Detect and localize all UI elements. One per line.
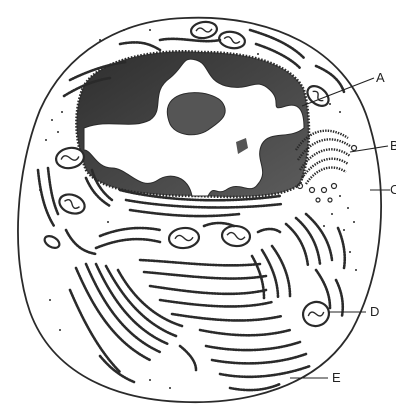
label-c: C [390,182,396,197]
label-d: D [370,304,379,319]
label-a: A [376,70,385,85]
label-e: E [332,370,341,385]
label-b: B [390,138,396,153]
